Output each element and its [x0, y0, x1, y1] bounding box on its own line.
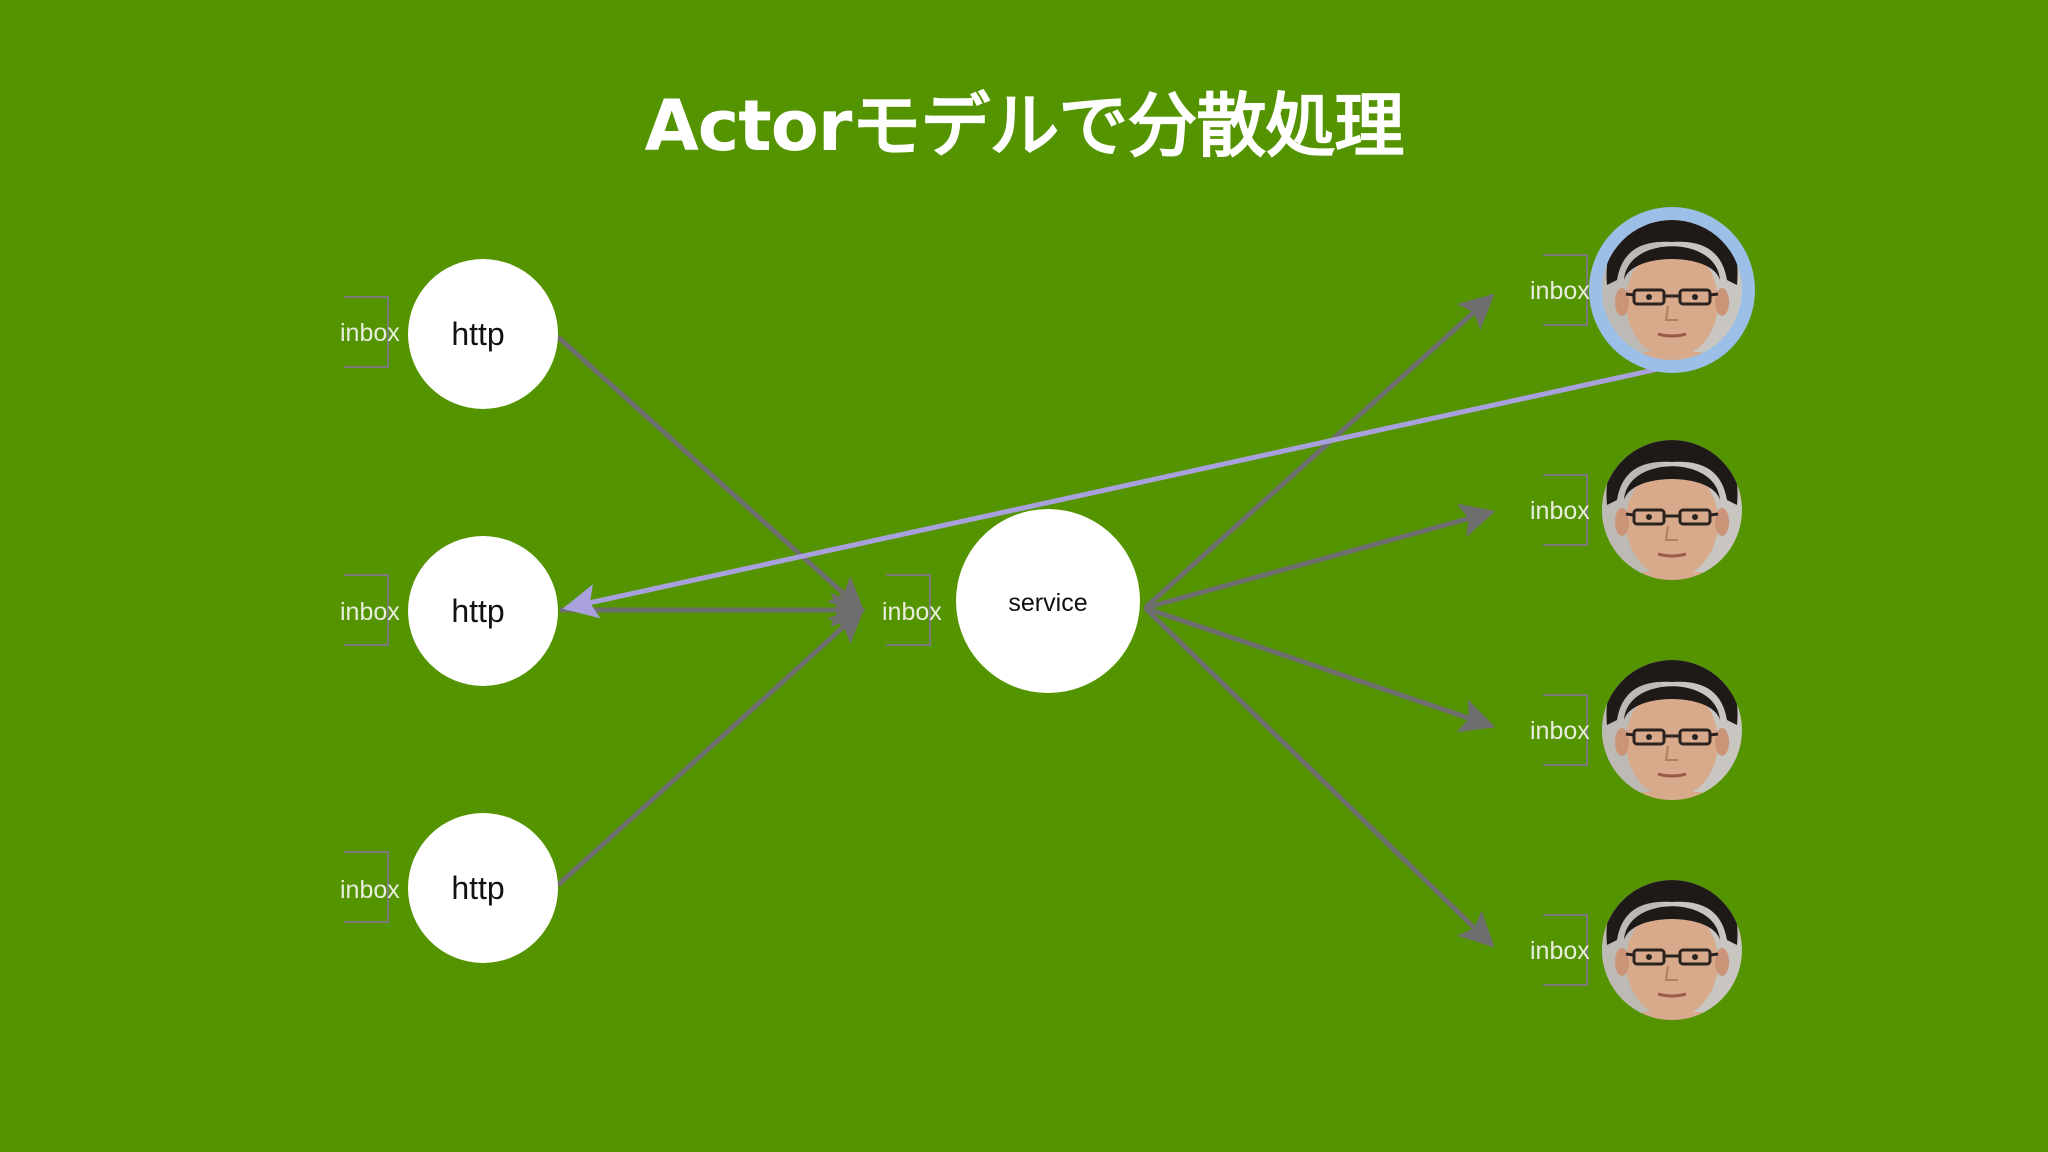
arrow-service-to-worker1 — [1143, 293, 1495, 610]
inbox-bracket — [886, 574, 931, 646]
inbox-bracket — [344, 574, 389, 646]
http-node-circle — [408, 813, 558, 963]
arrow-http3-to-service — [556, 607, 865, 887]
worker-node-3: inbox — [1530, 660, 1742, 800]
arrow-service-to-worker3 — [1144, 605, 1496, 733]
inbox-label: inbox — [1530, 717, 1590, 745]
http-node-label: http — [451, 316, 504, 352]
http-node-2: inbox http — [340, 536, 558, 686]
inbox-label: inbox — [882, 598, 942, 626]
inbox-bracket — [344, 296, 389, 368]
service-node-circle — [956, 509, 1140, 693]
inbox-bracket — [1543, 474, 1588, 546]
arrow-http1-to-service — [556, 335, 865, 613]
inbox-bracket — [1543, 254, 1588, 326]
service-node: inbox service — [882, 509, 1140, 693]
http-node-circle — [408, 259, 558, 409]
http-node-1: inbox http — [340, 259, 558, 409]
inbox-label: inbox — [340, 876, 400, 904]
http-node-3: inbox http — [340, 813, 558, 963]
inbox-label: inbox — [1530, 937, 1590, 965]
http-node-circle — [408, 536, 558, 686]
http-node-label: http — [451, 870, 504, 906]
worker-avatar — [1602, 440, 1742, 580]
worker-avatar — [1602, 880, 1742, 1020]
inbox-label: inbox — [340, 319, 400, 347]
inbox-label: inbox — [1530, 497, 1590, 525]
worker-node-1: inbox — [1530, 207, 1755, 373]
service-node-label: service — [1008, 589, 1087, 617]
inbox-label: inbox — [1530, 277, 1590, 305]
inbox-bracket — [1543, 694, 1588, 766]
worker-avatar — [1602, 660, 1742, 800]
http-node-label: http — [451, 593, 504, 629]
arrow-service-to-worker4 — [1143, 606, 1495, 948]
worker-node-4: inbox — [1530, 880, 1742, 1020]
worker-node-2: inbox — [1530, 440, 1742, 580]
slide-title: Actorモデルで分散処理 — [644, 85, 1405, 167]
inbox-bracket — [1543, 914, 1588, 986]
inbox-label: inbox — [340, 598, 400, 626]
arrow-reply-worker1-to-http2 — [562, 363, 1673, 619]
arrow-service-to-worker2 — [1144, 503, 1496, 611]
inbox-bracket — [344, 851, 389, 923]
